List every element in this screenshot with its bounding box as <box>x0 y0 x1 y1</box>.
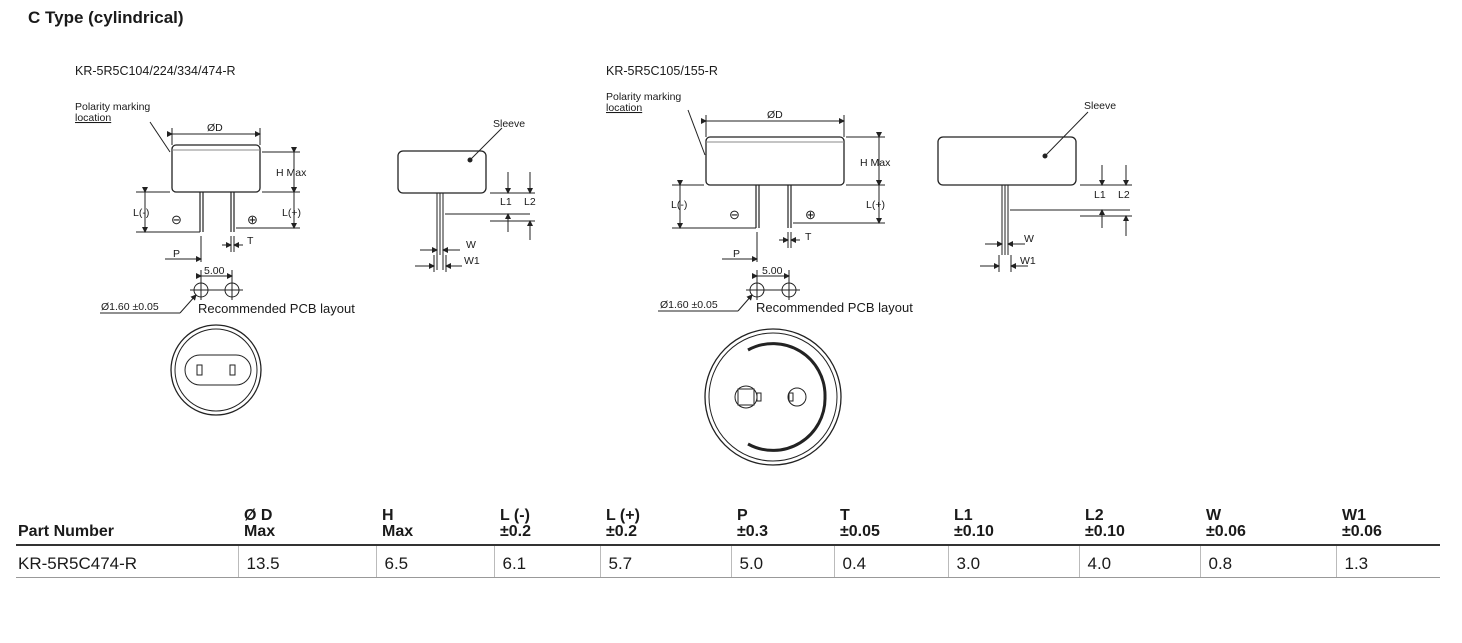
cell-w1: 1.3 <box>1335 545 1440 578</box>
right-dim-lneg: L(-) <box>671 199 687 211</box>
header-l1: L1±0.10 <box>948 508 1079 546</box>
left-drawing: KR-5R5C104/224/334/474-R Polarity markin… <box>75 64 536 416</box>
cell-t: 0.4 <box>833 545 948 578</box>
right-hole-dim: Ø1.60 ±0.05 <box>660 299 718 311</box>
right-bottom-view <box>704 328 842 466</box>
right-polarity-label-1: Polarity marking <box>606 91 681 103</box>
right-dim-t: T <box>805 231 812 243</box>
right-pos-symbol: ⊕ <box>805 207 816 222</box>
right-sleeve-label: Sleeve <box>1084 100 1116 112</box>
right-polarity-label-2: location <box>606 102 642 114</box>
right-capacitor-body-front <box>705 136 845 186</box>
left-polarity-label-2: location <box>75 112 111 124</box>
left-bottom-view <box>170 324 262 416</box>
right-dim-p: P <box>733 248 740 260</box>
cell-w: 0.8 <box>1199 545 1336 578</box>
left-pos-symbol: ⊕ <box>247 212 258 227</box>
header-t: T±0.05 <box>834 508 948 546</box>
left-dim-p: P <box>173 248 180 260</box>
right-dim-h: H Max <box>860 157 891 169</box>
left-dim-h: H Max <box>276 167 307 179</box>
page-title: C Type (cylindrical) <box>28 8 184 27</box>
left-sleeve-label: Sleeve <box>493 118 525 130</box>
header-part-number: Part Number <box>16 508 238 546</box>
cell-lpos: 5.7 <box>599 545 731 578</box>
left-dim-w: W <box>466 239 476 251</box>
left-neg-symbol: ⊖ <box>171 212 182 227</box>
cell-l1: 3.0 <box>947 545 1079 578</box>
left-capacitor-body-front <box>171 144 261 193</box>
left-dim-t: T <box>247 235 254 247</box>
right-drawing: KR-5R5C105/155-R Polarity marking locati… <box>606 64 1132 466</box>
left-pitch: 5.00 <box>204 265 225 277</box>
left-dim-d: ØD <box>207 122 223 134</box>
header-w: W±0.06 <box>1200 508 1336 546</box>
header-l2: L2±0.10 <box>1079 508 1200 546</box>
header-p: P±0.3 <box>731 508 834 546</box>
cell-lneg: 6.1 <box>493 545 600 578</box>
right-model-label: KR-5R5C105/155-R <box>606 64 718 78</box>
technical-drawings: KR-5R5C104/224/334/474-R Polarity markin… <box>75 64 1132 466</box>
header-lpos: L (+)±0.2 <box>600 508 731 546</box>
left-polarity-label-1: Polarity marking <box>75 101 150 113</box>
right-pitch: 5.00 <box>762 265 783 277</box>
left-model-label: KR-5R5C104/224/334/474-R <box>75 64 236 78</box>
right-dim-w: W <box>1024 233 1034 245</box>
cell-height: 6.5 <box>375 545 494 578</box>
right-dim-l1: L1 <box>1094 189 1106 201</box>
right-dim-lpos: L(+) <box>866 199 885 211</box>
left-hole-dim: Ø1.60 ±0.05 <box>101 301 159 313</box>
right-dim-w1: W1 <box>1020 255 1036 267</box>
left-dim-l1: L1 <box>500 196 512 208</box>
left-dim-l2: L2 <box>524 196 536 208</box>
cell-l2: 4.0 <box>1078 545 1200 578</box>
right-dim-d: ØD <box>767 109 783 121</box>
table-row: KR-5R5C474-R 13.5 6.5 6.1 5.7 5.0 0.4 3.… <box>16 545 1440 578</box>
right-pcb-label: Recommended PCB layout <box>756 300 913 315</box>
cell-p: 5.0 <box>730 545 834 578</box>
right-neg-symbol: ⊖ <box>729 207 740 222</box>
left-dim-w1: W1 <box>464 255 480 267</box>
left-dim-lpos: L(+) <box>282 207 301 219</box>
cell-diameter: 13.5 <box>237 545 376 578</box>
right-dim-l2: L2 <box>1118 189 1130 201</box>
left-pcb-label: Recommended PCB layout <box>198 301 355 316</box>
left-side-view: Sleeve L1 L2 W W1 <box>397 118 536 272</box>
right-side-view: Sleeve L1 L2 W W1 <box>937 100 1132 272</box>
header-lneg: L (-)±0.2 <box>494 508 600 546</box>
header-w1: W1±0.06 <box>1336 508 1440 546</box>
cell-part-number: KR-5R5C474-R <box>16 545 238 578</box>
left-dim-lneg: L(-) <box>133 207 149 219</box>
